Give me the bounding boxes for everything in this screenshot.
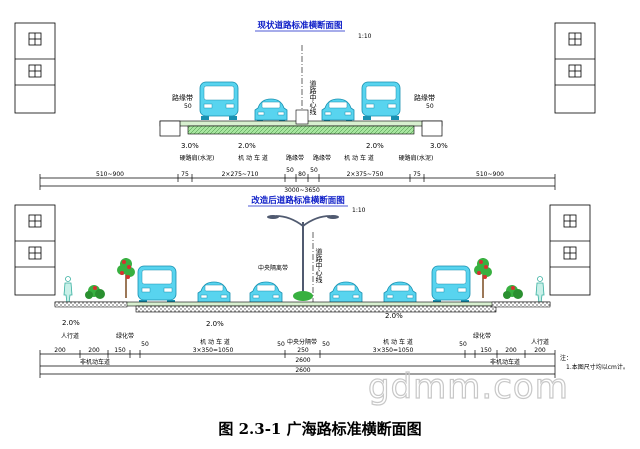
existing-lane-label: 机 动 车 道 — [238, 154, 268, 162]
right-building-icon — [549, 204, 591, 296]
improved-dim: 200 — [88, 347, 100, 354]
existing-total: 3000~3650 — [284, 187, 320, 194]
existing-lane-label: 路缘带 — [313, 154, 331, 162]
existing-dim: 510~900 — [476, 171, 504, 178]
right-building-icon — [554, 22, 596, 114]
existing-curb-right-dim: 50 — [426, 103, 434, 110]
existing-dim: 2×275~710 — [222, 171, 259, 178]
improved-slope: 2.0% — [62, 319, 80, 327]
improved-centerline-label: 道路中心线 — [315, 247, 323, 283]
existing-dim: 50 — [286, 167, 294, 174]
note-title: 注： — [560, 354, 572, 362]
improved-lane-label: 人行道 — [531, 338, 549, 346]
improved-dim: 3×350=1050 — [373, 347, 414, 354]
shrub-icon — [85, 285, 105, 299]
improved-lane-label: 绿化带 — [116, 332, 134, 340]
existing-dim: 75 — [181, 171, 189, 178]
improved-lane-label: 机 动 车 道 — [383, 338, 413, 346]
improved-dim: 50 — [141, 341, 149, 348]
car-icon — [321, 98, 355, 124]
improved-dim: 50 — [459, 341, 467, 348]
improved-lower-label: 非机动车道 — [80, 358, 110, 366]
improved-dim: 3×350=1050 — [193, 347, 234, 354]
existing-title: 现状道路标准横断面图 — [257, 20, 342, 31]
median-label: 中央隔离带 — [258, 264, 288, 272]
existing-centerline-label: 道路中心线 — [309, 79, 317, 115]
note-line: 1.本图尺寸均以cm计。 — [566, 363, 629, 371]
shrub-icon — [503, 285, 523, 299]
improved-lane-label: 绿化带 — [473, 332, 491, 340]
improved-dim: 50 — [277, 341, 285, 348]
bus-icon — [137, 265, 177, 305]
improved-dim: 150 — [114, 347, 126, 354]
existing-lane-label: 机 动 车 道 — [344, 154, 374, 162]
improved-lower-label: 非机动车道 — [490, 358, 520, 366]
bus-icon — [431, 265, 471, 305]
improved-dim: 200 — [534, 347, 546, 354]
improved-section: 改造后道路标准横断面图 1:10 道路中心线 中央隔离带 — [14, 195, 629, 378]
street-lamp-icon — [267, 215, 339, 296]
pedestrian-icon — [535, 276, 545, 304]
existing-dim: 75 — [413, 171, 421, 178]
existing-curb-left: 路缘带 — [172, 93, 193, 102]
improved-dim: 200 — [505, 347, 517, 354]
improved-total-b: 2600 — [295, 367, 310, 374]
improved-lane-label: 人行道 — [61, 332, 79, 340]
improved-total-a: 2600 — [295, 357, 310, 364]
improved-lane-label: 机 动 车 道 — [200, 338, 230, 346]
tree-icon — [473, 257, 493, 299]
existing-curb-right: 路缘带 — [414, 93, 435, 102]
watermark: gdmm.com — [368, 367, 569, 407]
improved-dim: 200 — [54, 347, 66, 354]
improved-dim: 250 — [297, 347, 309, 354]
existing-slope: 2.0% — [238, 142, 256, 150]
improved-title: 改造后道路标准横断面图 — [251, 195, 345, 206]
improved-lane-label: 中央分隔带 — [287, 338, 317, 346]
existing-dim: 2×375~750 — [347, 171, 384, 178]
improved-dim: 150 — [480, 347, 492, 354]
existing-lane-label: 硬路肩(水泥) — [399, 154, 434, 162]
pedestrian-icon — [63, 276, 73, 304]
left-building-icon — [14, 204, 56, 296]
existing-section: 现状道路标准横断面图 1:10 道路中心线 路缘带 50 路缘带 50 3.0%… — [14, 20, 596, 194]
existing-lane-label: 路缘带 — [286, 154, 304, 162]
improved-dim: 50 — [322, 341, 330, 348]
existing-dim: 80 — [298, 171, 306, 178]
existing-slope: 3.0% — [430, 142, 448, 150]
existing-slope: 2.0% — [366, 142, 384, 150]
bus-icon — [199, 81, 239, 121]
tree-icon — [116, 257, 136, 299]
left-building-icon — [14, 22, 56, 114]
existing-curb-left-dim: 50 — [184, 103, 192, 110]
existing-dim: 50 — [310, 167, 318, 174]
improved-scale: 1:10 — [352, 207, 366, 214]
improved-slope: 2.0% — [206, 320, 224, 328]
figure-caption: 图 2.3-1 广海路标准横断面图 — [218, 420, 421, 438]
existing-scale: 1:10 — [358, 33, 372, 40]
car-icon — [254, 98, 288, 124]
bus-icon — [361, 81, 401, 121]
existing-dim: 510~900 — [96, 171, 124, 178]
improved-slope: 2.0% — [385, 312, 403, 320]
existing-lane-label: 硬路肩(水泥) — [180, 154, 215, 162]
existing-slope: 3.0% — [181, 142, 199, 150]
median-shrub-icon — [293, 291, 313, 301]
